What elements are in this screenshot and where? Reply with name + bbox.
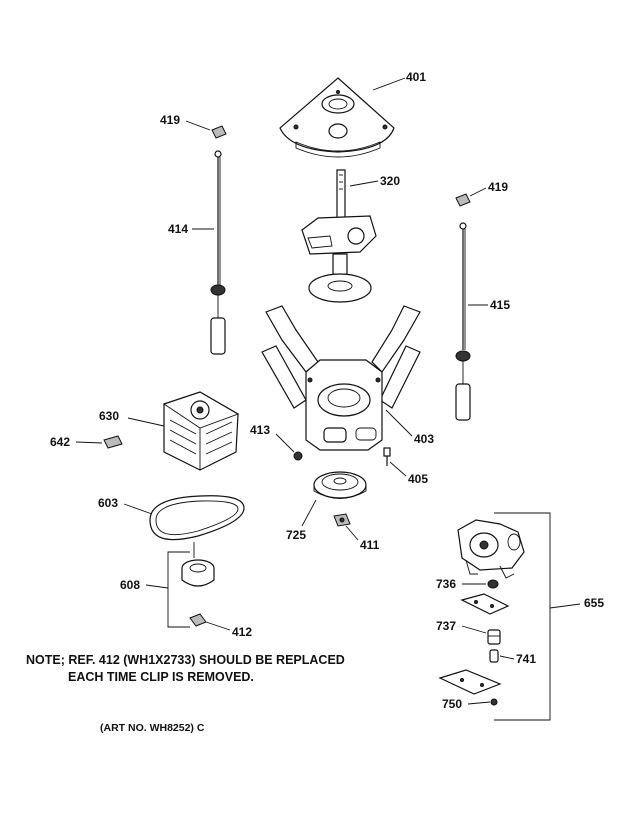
leader-750	[467, 701, 491, 705]
part-725-pulley	[313, 471, 367, 499]
label-603: 603	[98, 496, 118, 510]
part-630-motor	[162, 391, 240, 471]
label-608: 608	[120, 578, 140, 592]
label-655: 655	[584, 596, 604, 610]
part-419-right-cap	[455, 193, 471, 207]
label-642: 642	[50, 435, 70, 449]
part-401-cover	[279, 77, 395, 158]
note-line-1: NOTE; REF. 412 (WH1X2733) SHOULD BE REPL…	[26, 653, 345, 667]
leader-741	[499, 655, 515, 660]
leader-419-left	[185, 120, 211, 131]
part-base-plate	[438, 669, 502, 695]
art-number: (ART NO. WH8252) C	[100, 722, 205, 734]
label-741: 741	[516, 652, 536, 666]
label-419-right: 419	[488, 180, 508, 194]
leader-403	[385, 409, 413, 437]
note-line-2: EACH TIME CLIP IS REMOVED.	[68, 670, 254, 684]
label-750: 750	[442, 697, 462, 711]
part-411-nut	[333, 513, 351, 527]
label-414: 414	[168, 222, 188, 236]
label-630: 630	[99, 409, 119, 423]
part-405-bolt	[383, 447, 391, 466]
leader-419-right	[469, 187, 487, 197]
part-655-pump	[457, 519, 525, 579]
label-412: 412	[232, 625, 252, 639]
label-737: 737	[436, 619, 456, 633]
leader-655	[549, 603, 581, 609]
part-608-motor-pulley	[181, 542, 215, 587]
part-412-clip	[189, 613, 207, 627]
part-737-coupling	[487, 629, 501, 645]
label-405: 405	[408, 472, 428, 486]
label-415: 415	[490, 298, 510, 312]
part-403-bracket	[261, 305, 421, 451]
part-642-clip	[103, 435, 123, 449]
part-603-belt	[149, 495, 245, 541]
leader-725	[301, 499, 317, 527]
label-401: 401	[406, 70, 426, 84]
leader-405	[389, 461, 407, 477]
leader-603	[123, 503, 153, 515]
leader-401	[372, 77, 406, 91]
leader-320	[349, 180, 379, 187]
label-413: 413	[250, 423, 270, 437]
leader-630	[127, 417, 165, 427]
label-736: 736	[436, 577, 456, 591]
part-741-pin	[489, 649, 499, 663]
label-320: 320	[380, 174, 400, 188]
part-414-rod	[210, 150, 226, 355]
leader-737	[461, 625, 487, 634]
leader-642	[75, 441, 103, 444]
label-411: 411	[360, 538, 380, 552]
leader-411	[345, 525, 359, 541]
part-736-washer	[487, 579, 499, 589]
part-413-nut	[293, 451, 303, 461]
label-403: 403	[414, 432, 434, 446]
part-750-screw	[490, 698, 498, 706]
leader-608	[145, 584, 169, 589]
leader-412	[205, 621, 231, 631]
bracket-608	[167, 551, 190, 628]
leader-413	[275, 433, 295, 453]
label-725: 725	[286, 528, 306, 542]
part-415-rod	[455, 222, 471, 421]
part-320-transmission	[301, 169, 377, 303]
bracket-655	[494, 512, 551, 721]
label-419-left: 419	[160, 113, 180, 127]
part-419-left-cap	[211, 125, 227, 139]
part-plate-upper	[460, 593, 510, 615]
